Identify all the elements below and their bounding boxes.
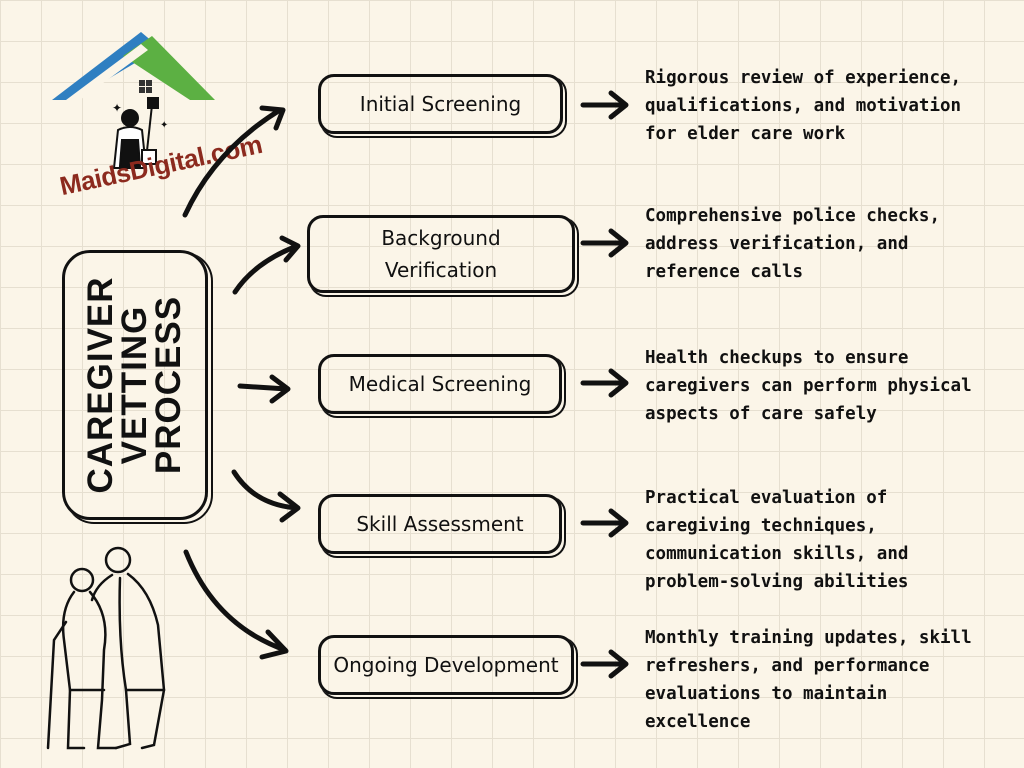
- branch-arrow-3: [237, 383, 290, 392]
- step-initial-screening: Initial Screening: [318, 74, 563, 134]
- step-label: Initial Screening: [359, 92, 522, 116]
- step-desc-ongoing-development: Monthly training updates, skill refreshe…: [645, 628, 972, 732]
- process-title-box: [62, 250, 208, 520]
- process-title: CAREGIVER VETTING PROCESS: [81, 276, 188, 494]
- branch-arrow-1: [182, 107, 283, 218]
- branch-arrow-5: [183, 549, 288, 653]
- title-line-2: VETTING: [115, 305, 154, 465]
- svg-text:✦: ✦: [112, 101, 122, 115]
- step-medical-screening: Medical Screening: [318, 354, 562, 414]
- branch-arrow-2: [232, 243, 300, 295]
- right-arrows: [580, 90, 629, 679]
- elderly-couple-icon: [46, 546, 166, 750]
- svg-text:✦: ✦: [160, 120, 168, 131]
- title-line-3: PROCESS: [149, 295, 188, 475]
- step-label: Background Verification: [381, 226, 501, 282]
- step-skill-assessment: Skill Assessment: [318, 494, 562, 554]
- step-desc-background-verification: Comprehensive police checks, address ver…: [645, 206, 941, 282]
- step-desc-initial-screening: Rigorous review of experience, qualifica…: [645, 68, 962, 144]
- step-label: Skill Assessment: [356, 512, 524, 536]
- branch-arrow-4: [231, 469, 300, 511]
- step-desc-skill-assessment: Practical evaluation of caregiving techn…: [645, 488, 909, 592]
- step-label: Ongoing Development: [333, 653, 559, 677]
- step-ongoing-development: Ongoing Development: [318, 635, 574, 695]
- step-background-verification: Background Verification: [307, 215, 575, 293]
- maid-icon: [112, 97, 159, 169]
- step-desc-medical-screening: Health checkups to ensure caregivers can…: [645, 348, 972, 424]
- title-line-1: CAREGIVER: [81, 276, 120, 494]
- step-label: Medical Screening: [348, 372, 532, 396]
